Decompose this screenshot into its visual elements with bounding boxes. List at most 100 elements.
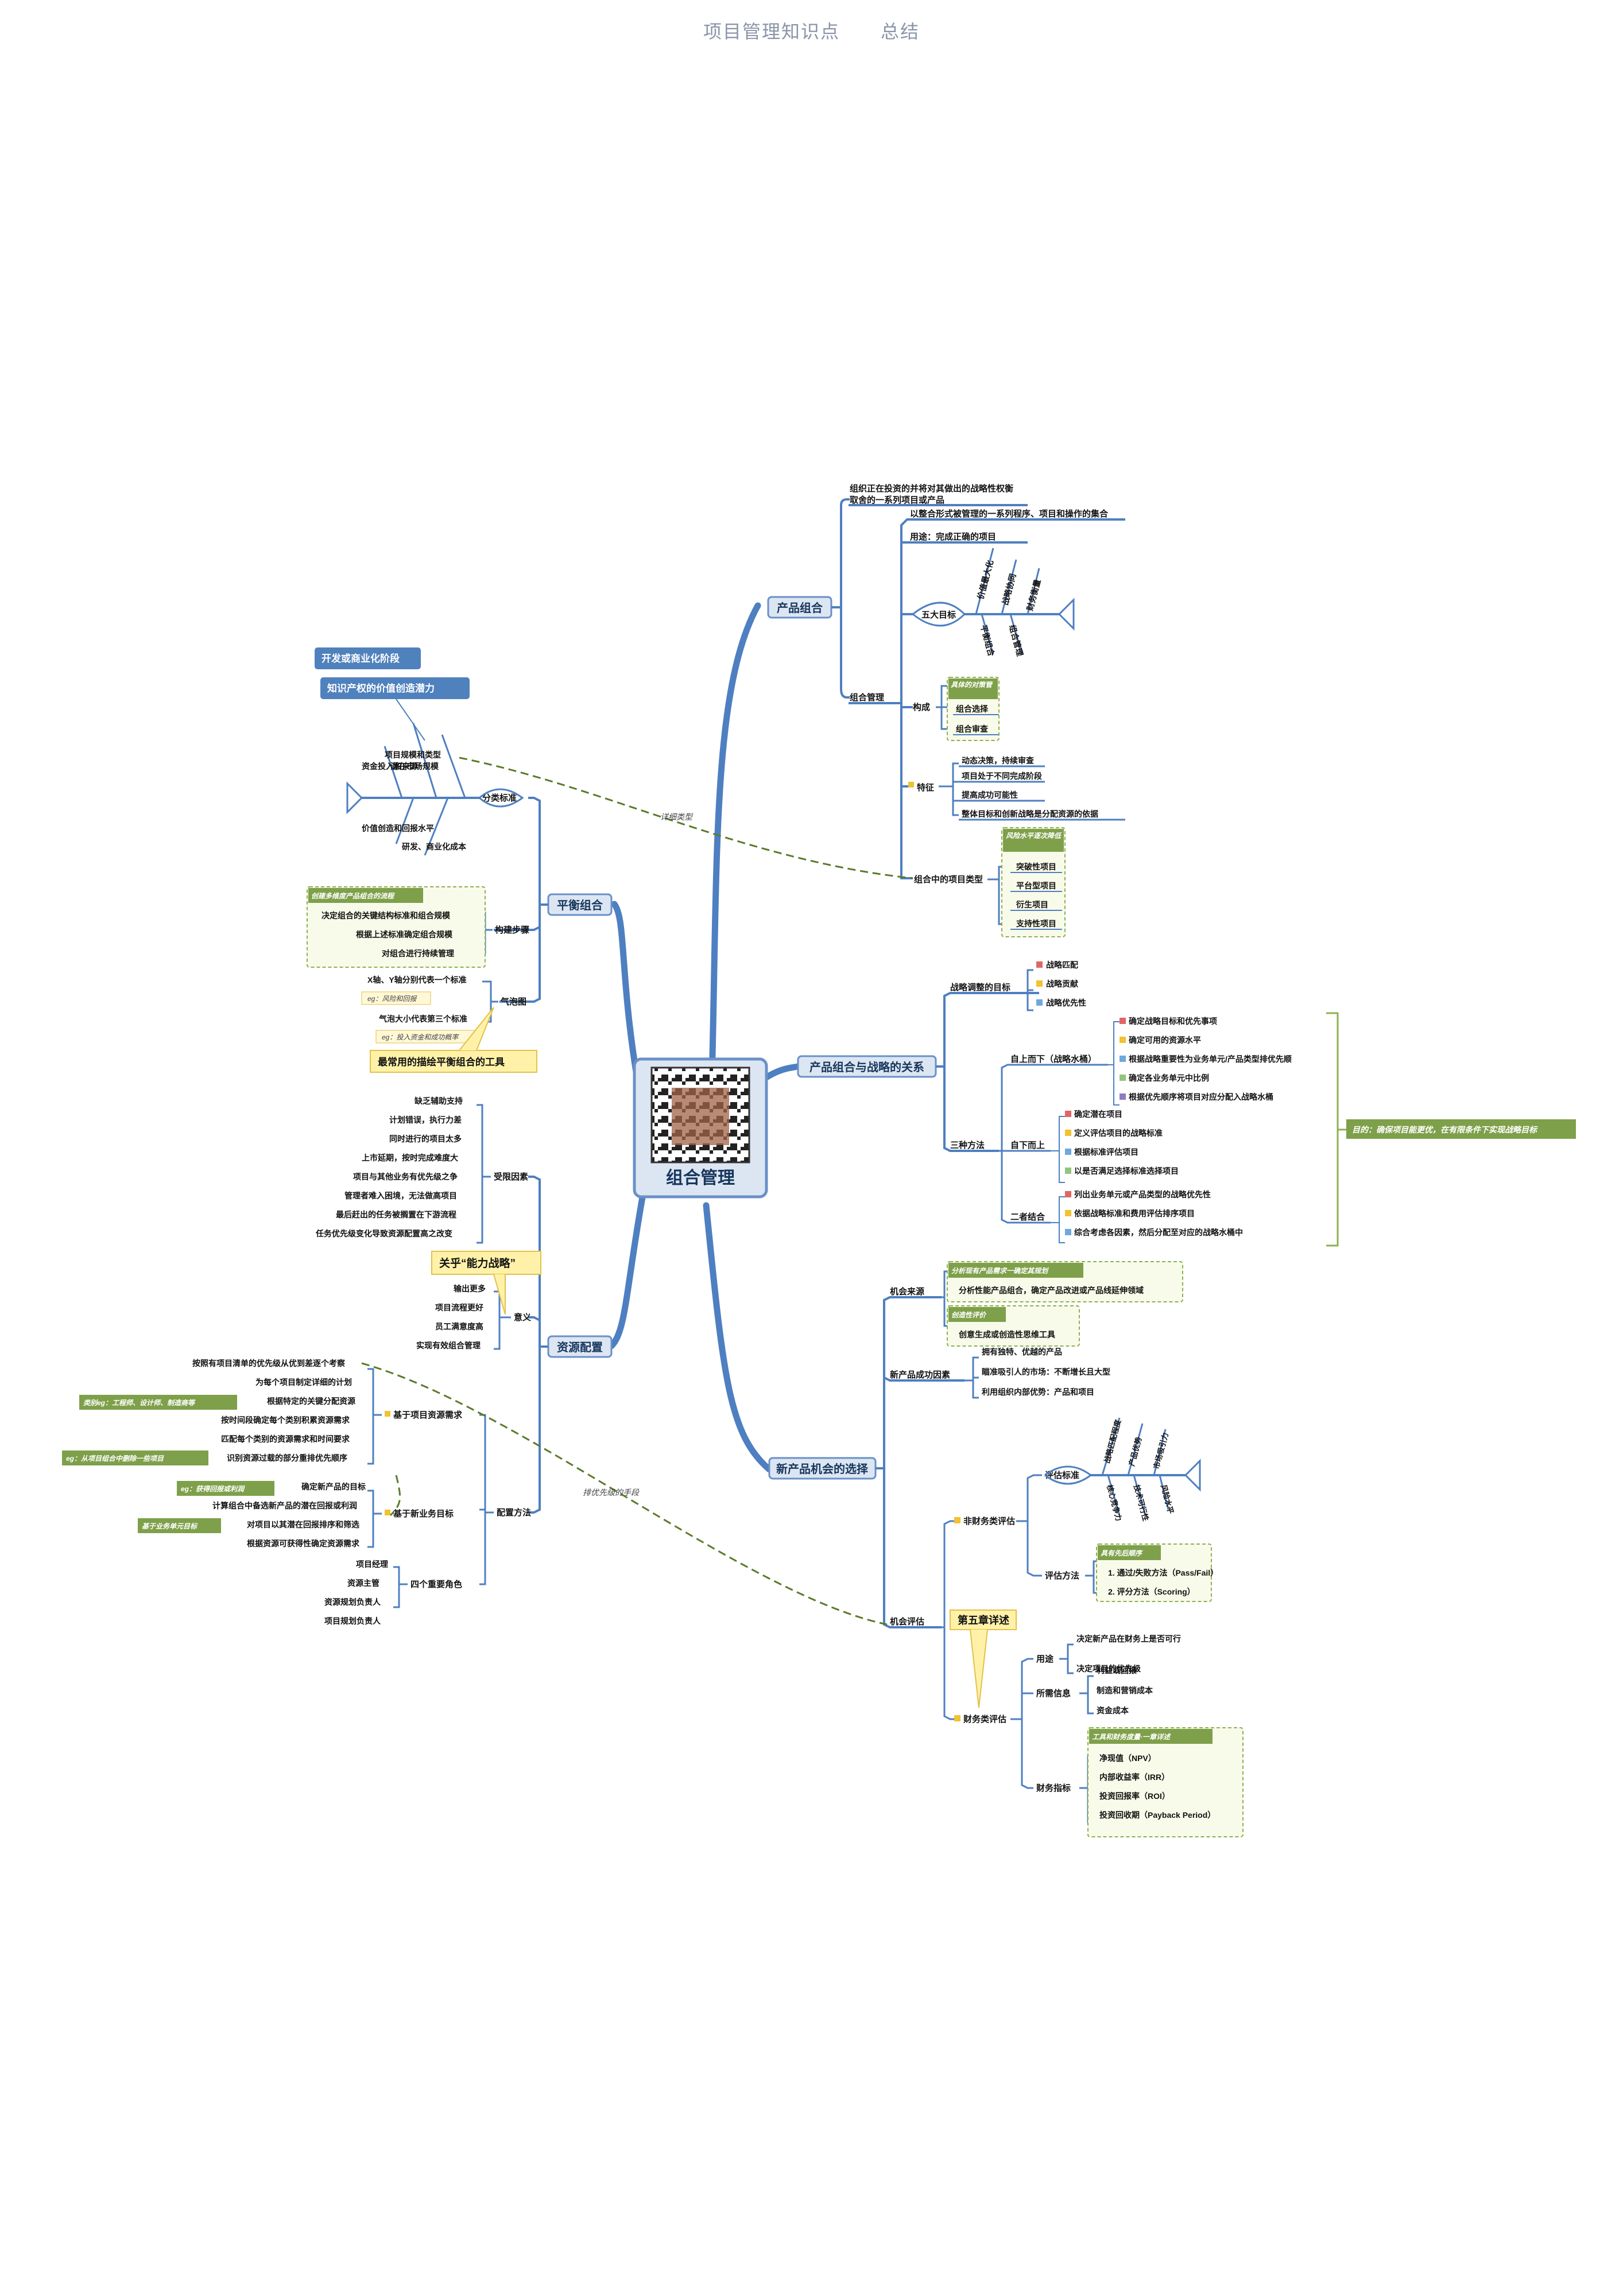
branch-line-newproduct xyxy=(703,1202,773,1473)
label-detail-type: 详细类型 xyxy=(660,812,694,821)
node-label: 制造和营销成本 xyxy=(1097,1686,1153,1695)
node-label: 对组合进行持续管理 xyxy=(382,949,454,958)
node-label: 创造性评价 xyxy=(951,1311,987,1319)
node-label: 最常用的描绘平衡组合的工具 xyxy=(378,1056,505,1068)
branch-product: 产品组合 组织正在投资的并将对其做出的战略性权衡 取舍的一系列项目或产品 组合管… xyxy=(767,483,1125,937)
node-label: 列出业务单元或产品类型的战略优先性 xyxy=(1074,1190,1211,1199)
node-label: 最后赶出的任务被搁置在下游流程 xyxy=(336,1210,456,1219)
node-label: eg：投入资金和成功概率 xyxy=(382,1033,459,1041)
node-label: 管理者难入困境，无法做高项目 xyxy=(344,1191,457,1200)
node-label: 资源主管 xyxy=(347,1578,379,1588)
node-label: 突破性项目 xyxy=(1016,862,1056,871)
node-label: 提高成功可能性 xyxy=(962,790,1018,800)
node-label: 具有先后顺序 xyxy=(1100,1549,1143,1557)
node-label: 风险水平逐次降低 xyxy=(1006,832,1062,840)
node-label: 组合管理 xyxy=(850,692,884,703)
center-node[interactable]: 组合管理 xyxy=(633,1057,768,1199)
node-label: 基于业务单元目标 xyxy=(142,1522,198,1530)
node-label: 产品组合 xyxy=(777,601,823,615)
node-label: 决定组合的关键结构标准和组合规模 xyxy=(321,911,451,920)
node-label: 战略匹配 xyxy=(1046,960,1078,969)
node-label: 资金成本 xyxy=(1097,1706,1129,1715)
node-label: 整体目标和创新战略是分配资源的依据 xyxy=(961,809,1098,819)
node-label: 新产品成功因素 xyxy=(890,1370,950,1380)
goals-fishbone: 五大目标 价值最大化 战略协同 财务衡量 平衡组合 组合管理 xyxy=(912,548,1075,658)
node-label: 动态决策，持续审查 xyxy=(962,756,1035,765)
node-label: eg：从项目组合中删除一些项目 xyxy=(66,1455,164,1463)
node-label: 分析性能产品组合，确定产品改进或产品线延伸领域 xyxy=(959,1286,1144,1295)
node-label: 五大目标 xyxy=(921,610,956,620)
node-label: 关乎“能力战略” xyxy=(439,1256,516,1270)
node-label: 创意生成或创造性思维工具 xyxy=(958,1330,1055,1339)
node-label: 员工满意度高 xyxy=(435,1322,483,1331)
node-label: 用途 xyxy=(1036,1654,1054,1664)
node-label: 平衡组合 xyxy=(557,898,603,912)
node-label: 瞄准吸引人的市场：不断增长且大型 xyxy=(982,1367,1110,1376)
node-label: 项目流程更好 xyxy=(435,1303,483,1312)
node-label: 资金投入和来源 xyxy=(362,762,418,771)
node-label: 所需信息 xyxy=(1036,1688,1071,1698)
node-label: 确定可用的资源水平 xyxy=(1129,1035,1201,1045)
node-label: 产品优势 xyxy=(1127,1436,1143,1467)
node-label: 战略贡献 xyxy=(1046,979,1078,988)
qr-code-image xyxy=(650,1066,750,1163)
node-label: 确定各业务单元中比例 xyxy=(1129,1073,1209,1083)
node-label: 定义评估项目的战略标准 xyxy=(1074,1128,1163,1138)
node-label: 缺乏辅助支持 xyxy=(415,1096,463,1106)
node-label: 受限因素 xyxy=(494,1172,528,1182)
strategy-summary-tag xyxy=(1346,1119,1576,1139)
node-label: 市场吸引力 xyxy=(1152,1432,1169,1470)
node-label: 对项目以其潜在回报排序和筛选 xyxy=(247,1520,359,1529)
node-label: 决定项目的优先级 xyxy=(1076,1664,1141,1673)
node-label: 以是否满足选择标准选择项目 xyxy=(1074,1166,1179,1176)
business-based-items: 确定新产品的目标 计算组合中备选新产品的潜在回报或利润 对项目以其潜在回报排序和… xyxy=(212,1482,366,1548)
node-label: 决定新产品在财务上是否可行 xyxy=(1076,1634,1181,1643)
node-label: 基于项目资源需求 xyxy=(393,1410,463,1420)
branch-balance: 平衡组合 分类标准 项目规模和类型 潜在市场规模 资金投入和来源 价值创造和回报… xyxy=(307,647,613,1073)
cross-links xyxy=(361,757,913,1626)
node-label: 计算组合中备选新产品的潜在回报或利润 xyxy=(212,1501,357,1510)
node-label: 价值最大化 xyxy=(975,559,995,600)
callout-bubble-tool xyxy=(370,1050,537,1073)
node-label: 研发、商业化成本 xyxy=(402,842,467,851)
node-label: 根据特定的关键分配资源 xyxy=(267,1397,355,1406)
node-label: 平衡组合 xyxy=(979,624,996,658)
node-label: 构建步骤 xyxy=(495,925,529,935)
node-label: 资源规划负责人 xyxy=(324,1597,381,1607)
node-label: 拥有独特、优越的产品 xyxy=(982,1347,1062,1356)
link-priority-method xyxy=(361,1362,888,1626)
node-label: 机会来源 xyxy=(890,1286,924,1297)
node-label: 基于新业务目标 xyxy=(393,1508,454,1519)
node-label: 支持性项目 xyxy=(1016,919,1056,928)
node-label: 财务类评估 xyxy=(963,1714,1006,1724)
node-label: 项目规划负责人 xyxy=(324,1616,381,1626)
node-label: 战略匹配程度 xyxy=(1102,1418,1122,1464)
label-priority-method: 排优先级的手段 xyxy=(583,1488,640,1497)
node-label: 输出更多 xyxy=(454,1284,486,1293)
node-label: 分类标准 xyxy=(482,793,517,803)
node-label: 构成 xyxy=(913,702,930,712)
node-label: 特征 xyxy=(917,782,934,793)
node-label: 按照有项目清单的优先级从优到差逐个考察 xyxy=(192,1359,346,1368)
node-label: 工具和财务度量·一章详述 xyxy=(1092,1733,1171,1741)
main-branches xyxy=(608,602,801,1473)
callout-chapter5 xyxy=(950,1609,1017,1630)
header-subtitle: 总结 xyxy=(880,21,920,42)
node-label: 同时进行的项目太多 xyxy=(389,1134,462,1143)
node-label: 新产品机会的选择 xyxy=(776,1462,869,1476)
node-label: 战略协同 xyxy=(1000,573,1017,606)
node-label: 第五章详述 xyxy=(958,1614,1009,1626)
classify-fishbone: 项目规模和类型 潜在市场规模 资金投入和来源 价值创造和回报水平 研发、商业化成… xyxy=(346,723,524,856)
center-label: 组合管理 xyxy=(666,1168,735,1188)
node-label: 项目处于不同完成阶段 xyxy=(962,771,1042,781)
branch-strategy: 产品组合与战略的关系 战略调整的目标 战略匹配 战略贡献 战略优先性 三种方法 … xyxy=(797,960,1576,1247)
node-label: eg：获得回报或利润 xyxy=(181,1485,245,1493)
branch-line-product xyxy=(708,602,761,1083)
node-label: 按时间段确定每个类别积累资源需求 xyxy=(221,1415,350,1425)
callout-ip xyxy=(320,677,470,699)
node-label: 资源配置 xyxy=(557,1340,603,1354)
node-label: 净现值（NPV） xyxy=(1099,1754,1156,1763)
node-label: 组合审查 xyxy=(956,724,989,734)
node-label: 根据上述标准确定组合规模 xyxy=(356,930,453,939)
